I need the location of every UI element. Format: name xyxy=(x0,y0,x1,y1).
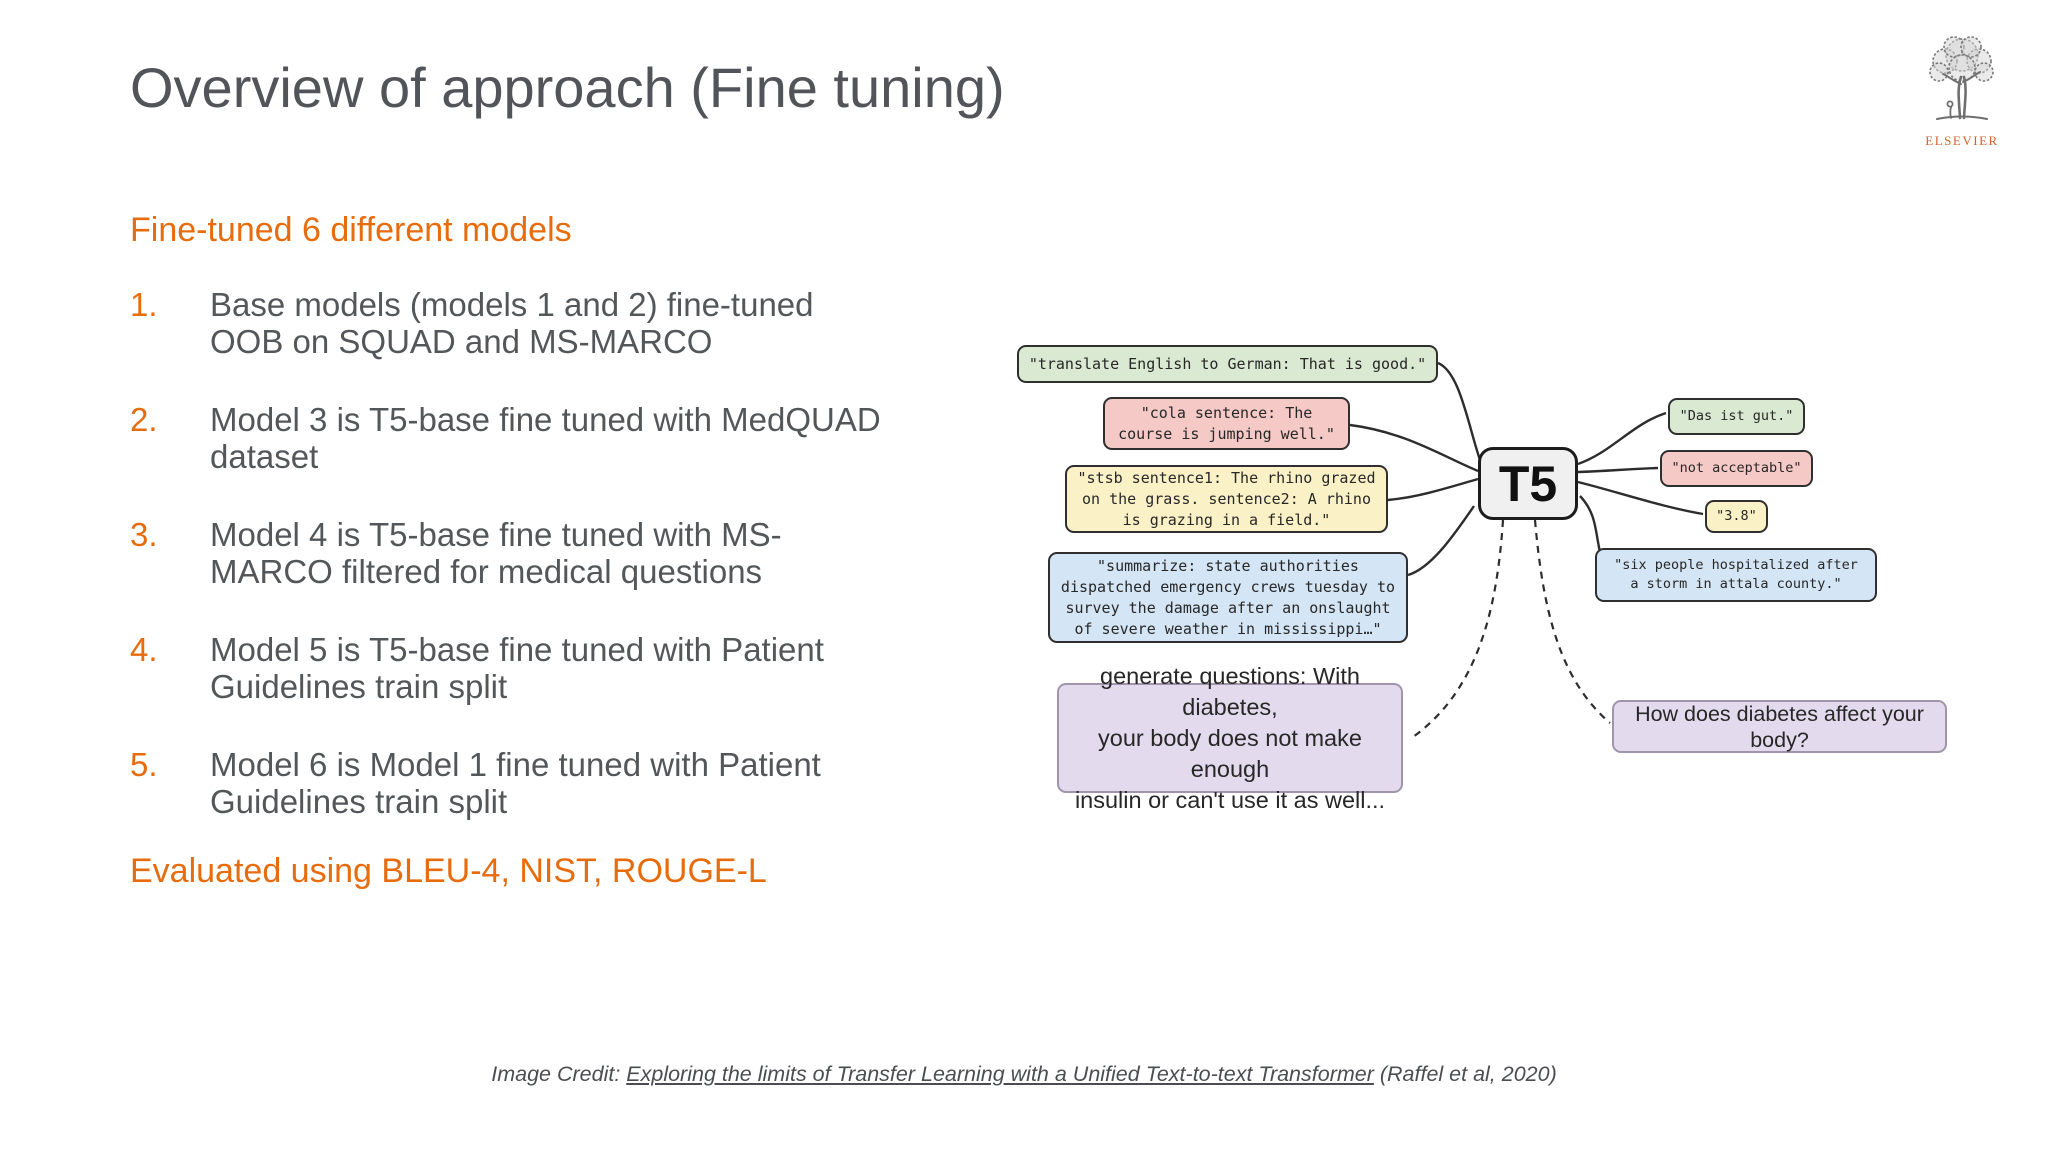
image-credit-link[interactable]: Exploring the limits of Transfer Learnin… xyxy=(626,1062,1374,1086)
page-title: Overview of approach (Fine tuning) xyxy=(130,56,1005,119)
input-summarize-box: "summarize: state authorities dispatched… xyxy=(1048,552,1408,643)
elsevier-wordmark: ELSEVIER xyxy=(1925,133,1999,148)
image-credit-suffix: (Raffel et al, 2020) xyxy=(1373,1062,1557,1086)
input-cola-box: "cola sentence: The course is jumping we… xyxy=(1103,397,1350,450)
list-item-text: Model 3 is T5-base fine tuned with MedQU… xyxy=(210,401,881,475)
output-score-box: "3.8" xyxy=(1705,500,1768,533)
image-credit: Image Credit: Exploring the limits of Tr… xyxy=(0,1062,2048,1087)
output-acceptability-box: "not acceptable" xyxy=(1660,450,1813,487)
elsevier-tree-icon xyxy=(1929,36,1994,120)
list-item: 3. Model 4 is T5-base fine tuned with MS… xyxy=(130,516,1050,590)
list-item-text: Model 6 is Model 1 fine tuned with Patie… xyxy=(210,746,821,820)
subtitle-models: Fine-tuned 6 different models xyxy=(130,211,572,249)
t5-node: T5 xyxy=(1478,447,1578,520)
list-item: 5. Model 6 is Model 1 fine tuned with Pa… xyxy=(130,746,1050,820)
evaluation-note: Evaluated using BLEU-4, NIST, ROUGE-L xyxy=(130,852,767,890)
input-translate-box: "translate English to German: That is go… xyxy=(1017,345,1438,383)
list-item-number: 3. xyxy=(130,516,158,553)
list-item-number: 4. xyxy=(130,631,158,668)
list-item-text: Model 4 is T5-base fine tuned with MS- M… xyxy=(210,516,782,590)
list-item-number: 1. xyxy=(130,286,158,323)
list-item-text: Model 5 is T5-base fine tuned with Patie… xyxy=(210,631,824,705)
model-list: 1. Base models (models 1 and 2) fine-tun… xyxy=(130,286,1050,861)
output-german-box: "Das ist gut." xyxy=(1668,398,1805,435)
list-item-number: 2. xyxy=(130,401,158,438)
finetune-output-box: How does diabetes affect your body? xyxy=(1612,700,1947,753)
list-item: 4. Model 5 is T5-base fine tuned with Pa… xyxy=(130,631,1050,705)
list-item-number: 5. xyxy=(130,746,158,783)
output-summary-box: "six people hospitalized after a storm i… xyxy=(1595,548,1877,602)
list-item: 2. Model 3 is T5-base fine tuned with Me… xyxy=(130,401,1050,475)
elsevier-logo: ELSEVIER xyxy=(1920,34,2004,149)
image-credit-prefix: Image Credit: xyxy=(491,1062,627,1086)
list-item-text: Base models (models 1 and 2) fine-tuned … xyxy=(210,286,814,360)
input-stsb-box: "stsb sentence1: The rhino grazed on the… xyxy=(1065,465,1388,533)
list-item: 1. Base models (models 1 and 2) fine-tun… xyxy=(130,286,1050,360)
finetune-input-box: generate questions: With diabetes, your … xyxy=(1057,663,1403,813)
